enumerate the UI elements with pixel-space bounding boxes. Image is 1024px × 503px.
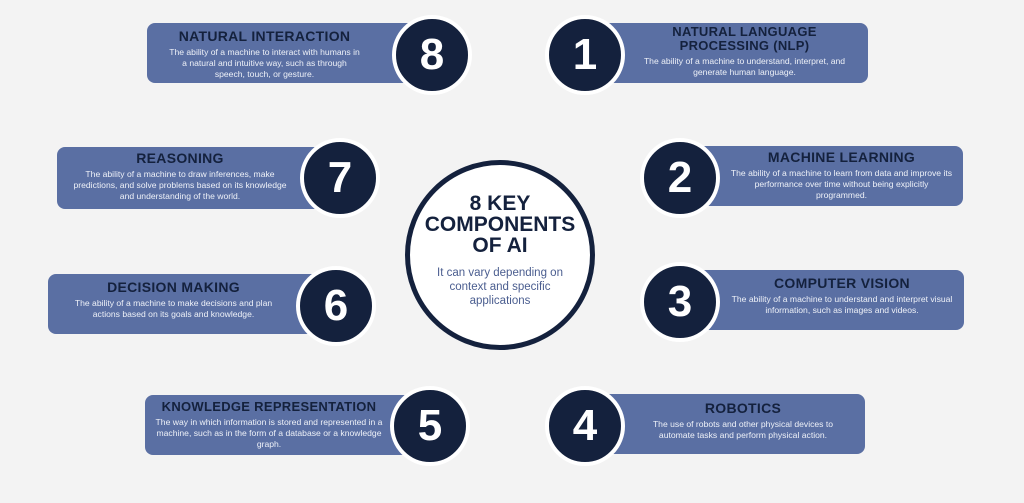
- component-description: The ability of a machine to understand, …: [643, 56, 846, 77]
- badge-number-3: 3: [640, 262, 720, 342]
- badge-number-7: 7: [300, 138, 380, 218]
- center-hub: 8 KEY COMPONENTS OF AI It can vary depen…: [405, 160, 595, 350]
- component-description: The use of robots and other physical dev…: [652, 419, 834, 440]
- component-description: The ability of a machine to make decisio…: [74, 298, 273, 319]
- component-card-computer-vision: COMPUTER VISION The ability of a machine…: [680, 270, 964, 330]
- component-title: REASONING: [136, 150, 224, 166]
- component-card-nlp: NATURAL LANGUAGE PROCESSING (NLP) The ab…: [585, 23, 868, 83]
- badge-number-8: 8: [392, 15, 472, 95]
- component-description: The ability of a machine to learn from d…: [730, 168, 953, 200]
- badge-number-6: 6: [296, 266, 376, 346]
- badge-number-2: 2: [640, 138, 720, 218]
- badge-number-5: 5: [390, 386, 470, 466]
- component-title: KNOWLEDGE REPRESENTATION: [161, 399, 377, 414]
- component-card-decision-making: DECISION MAKING The ability of a machine…: [48, 274, 345, 334]
- component-card-knowledge-representation: KNOWLEDGE REPRESENTATION The way in whic…: [145, 395, 435, 455]
- hub-subtitle: It can vary depending on context and spe…: [437, 267, 563, 307]
- component-description: The ability of a machine to interact wit…: [169, 47, 360, 79]
- component-description: The ability of a machine to understand a…: [731, 294, 953, 315]
- component-title: NATURAL INTERACTION: [178, 28, 351, 44]
- component-card-reasoning: REASONING The ability of a machine to dr…: [57, 147, 347, 209]
- component-title: NATURAL LANGUAGE PROCESSING (NLP): [672, 24, 817, 53]
- component-title: DECISION MAKING: [107, 279, 240, 295]
- hub-title: 8 KEY COMPONENTS OF AI: [424, 192, 576, 257]
- component-title: MACHINE LEARNING: [767, 149, 916, 165]
- badge-number-1: 1: [545, 15, 625, 95]
- component-card-robotics: ROBOTICS The use of robots and other phy…: [585, 394, 865, 454]
- badge-number-4: 4: [545, 386, 625, 466]
- component-description: The ability of a machine to draw inferen…: [73, 169, 287, 201]
- component-title: ROBOTICS: [704, 400, 782, 416]
- component-card-natural-interaction: NATURAL INTERACTION The ability of a mac…: [147, 23, 432, 83]
- component-title: COMPUTER VISION: [774, 275, 910, 291]
- component-description: The way in which information is stored a…: [155, 417, 383, 449]
- component-card-machine-learning: MACHINE LEARNING The ability of a machin…: [680, 146, 963, 206]
